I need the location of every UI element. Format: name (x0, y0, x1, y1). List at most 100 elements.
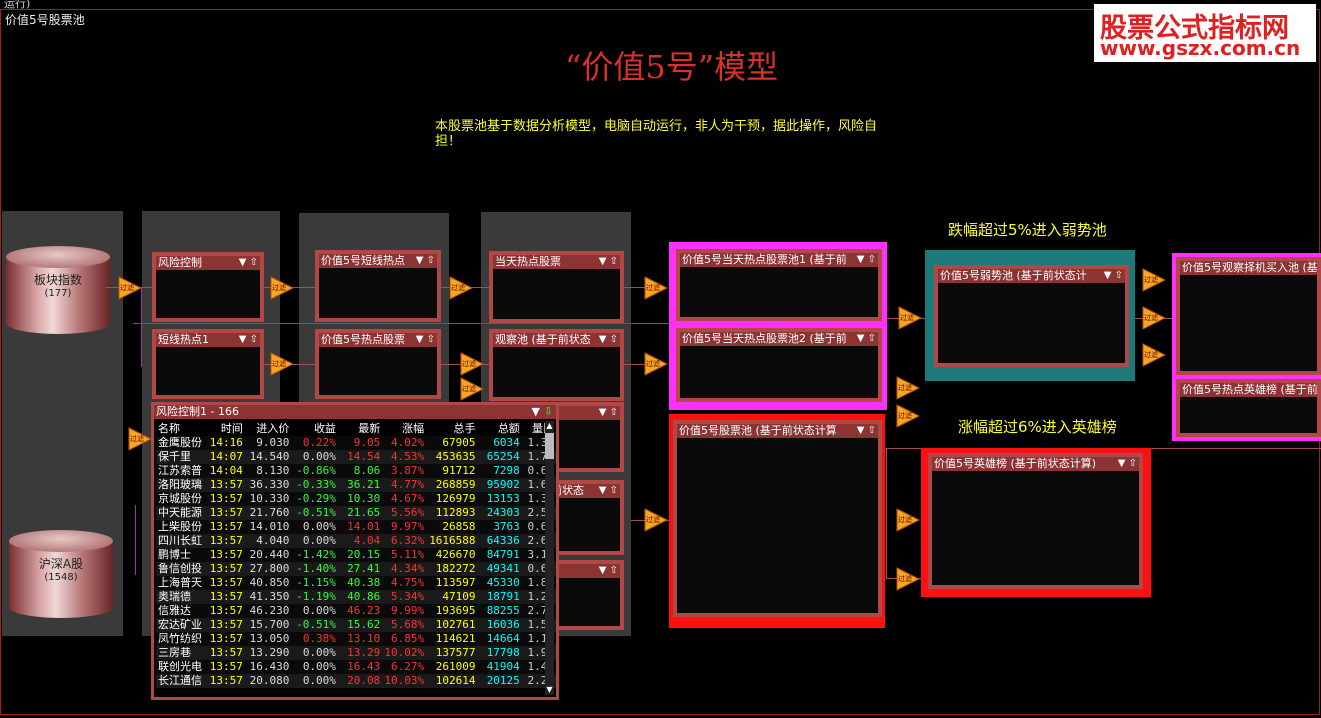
window-menu-icon[interactable]: ▼ ⇧ (596, 484, 618, 498)
window-menu-icon[interactable]: ▼ ⇧ (413, 333, 435, 347)
popup-down-arrow-icon[interactable]: ⇩ (543, 405, 553, 418)
window-menu-icon[interactable]: ▼ ⇧ (854, 424, 876, 438)
table-cell: 10.02% (382, 646, 427, 660)
filter-arrow-icon[interactable]: 过滤 (449, 276, 473, 300)
filter-arrow-icon[interactable]: 过滤 (270, 352, 294, 376)
table-cell: 261009 (426, 660, 478, 674)
filter-arrow-icon[interactable]: 过滤 (460, 352, 484, 376)
popup-menu-icon[interactable]: ▼ (531, 405, 540, 418)
window-observe[interactable]: 观察池 (基于前状态▼ ⇧ (489, 329, 624, 401)
window-risk-control[interactable]: 风险控制▼ ⇧ (152, 252, 264, 322)
table-cell: 13.290 (244, 646, 292, 660)
scroll-up-icon[interactable]: ▲ (546, 421, 553, 430)
window-hero[interactable]: 价值5号英雄榜 (基于前状态计算)▼ ⇧ (928, 453, 1143, 589)
filter-arrow-label: 过滤 (898, 412, 912, 420)
filter-arrow-label: 过滤 (646, 516, 660, 524)
column-header[interactable]: 进入价 (256, 422, 290, 435)
table-cell: 102614 (426, 674, 478, 688)
filter-arrow-icon[interactable]: 过滤 (1142, 343, 1166, 367)
filter-arrow-icon[interactable]: 过滤 (896, 508, 920, 532)
window-v5-short-hot[interactable]: 价值5号短线热点▼ ⇧ (315, 250, 441, 322)
filter-arrow-icon[interactable]: 过滤 (644, 276, 668, 300)
filter-arrow-icon[interactable]: 过滤 (644, 508, 668, 532)
filter-arrow-label: 过滤 (1144, 351, 1158, 359)
table-cell: 13:57 (205, 660, 245, 674)
filter-arrow-icon[interactable]: 过滤 (896, 376, 920, 400)
window-observe-buy[interactable]: 价值5号观察择机买入池 (基 (1176, 257, 1321, 375)
window-menu-icon[interactable]: ▼ ⇧ (596, 255, 618, 269)
column-header[interactable]: 总手 (453, 422, 476, 435)
filter-arrow-icon[interactable]: 过滤 (1142, 268, 1166, 292)
table-cell: 20.08 (337, 674, 383, 688)
table-cell: 13:57 (205, 618, 245, 632)
window-menu-icon[interactable]: ▼ ⇧ (596, 406, 618, 420)
column-header[interactable]: 涨幅 (402, 422, 425, 435)
column-header[interactable]: 收益 (313, 422, 336, 435)
window-main-pool[interactable]: 价值5号股票池 (基于前状态计算▼ ⇧ (673, 420, 882, 617)
filter-arrow-icon[interactable]: 过滤 (896, 567, 920, 591)
window-hot-hero[interactable]: 价值5号热点英雄榜 (基于前 (1176, 379, 1321, 437)
window-weak-pool[interactable]: 价值5号弱势池 (基于前状态计▼ ⇧ (934, 265, 1129, 367)
window-menu-icon[interactable]: ▼ ⇧ (1101, 269, 1123, 283)
column-header[interactable]: 总额 (497, 422, 520, 435)
window-today-pool-2[interactable]: 价值5号当天热点股票池2 (基于前▼ ⇧ (676, 328, 882, 402)
window-menu-icon[interactable]: ▼ ⇧ (236, 333, 258, 347)
filter-arrow-icon[interactable]: 过滤 (460, 377, 484, 401)
risk-control-popup[interactable]: 风险控制1 - 166 ▼ ⇩ 名称时间进入价收益最新涨幅总手总额量比 金鹰股份… (151, 402, 559, 700)
window-menu-icon[interactable]: ▼ ⇧ (236, 256, 258, 270)
filter-arrow-icon[interactable]: 过滤 (128, 427, 152, 451)
menu-fragment[interactable]: 运行) (4, 0, 31, 10)
table-cell: 三房巷 (156, 646, 206, 660)
filter-arrow-icon[interactable]: 过滤 (644, 352, 668, 376)
scroll-thumb[interactable] (545, 433, 554, 459)
window-menu-icon[interactable]: ▼ ⇧ (413, 254, 435, 268)
table-cell: 洛阳玻璃 (156, 478, 206, 492)
filter-arrow-icon[interactable]: 过滤 (898, 306, 922, 330)
table-cell: 91712 (426, 464, 478, 478)
window-short-hot[interactable]: 短线热点1▼ ⇧ (152, 329, 264, 399)
window-menu-icon[interactable]: ▼ ⇧ (596, 564, 618, 578)
window-today-pool-1[interactable]: 价值5号当天热点股票池1 (基于前▼ ⇧ (676, 249, 882, 321)
filter-arrow-icon[interactable]: 过滤 (270, 276, 294, 300)
column-header[interactable]: 最新 (358, 422, 381, 435)
popup-scrollbar[interactable]: ▲ ▼ (545, 421, 554, 695)
table-cell: 9.030 (244, 436, 292, 450)
filter-arrow-icon[interactable]: 过滤 (896, 404, 920, 428)
window-menu-icon[interactable]: ▼ ⇧ (1115, 457, 1137, 471)
window-menu-icon[interactable]: ▼ ⇧ (854, 332, 876, 346)
window-menu-icon[interactable]: ▼ ⇧ (854, 253, 876, 267)
filter-arrow-icon[interactable]: 过滤 (1142, 306, 1166, 330)
column-header[interactable]: 名称 (158, 422, 180, 435)
source-block-index[interactable]: 板块指数(177) (6, 246, 110, 336)
window-menu-icon[interactable]: ▼ ⇧ (596, 333, 618, 347)
table-cell: 45330 (477, 576, 522, 590)
scroll-down-icon[interactable]: ▼ (546, 685, 553, 694)
column-header[interactable]: 时间 (220, 422, 243, 435)
table-cell: 京城股份 (156, 492, 206, 506)
table-cell: 13:57 (205, 506, 245, 520)
source-a-shares[interactable]: 沪深A股(1548) (9, 530, 113, 620)
table-cell: 64336 (477, 534, 522, 548)
filter-arrow-icon[interactable]: 过滤 (118, 276, 142, 300)
window-v5-hot-stocks[interactable]: 价值5号热点股票▼ ⇧ (315, 329, 441, 399)
window-today-hot[interactable]: 当天热点股票▼ ⇧ (489, 251, 624, 323)
table-cell: 长江通信 (156, 674, 206, 688)
